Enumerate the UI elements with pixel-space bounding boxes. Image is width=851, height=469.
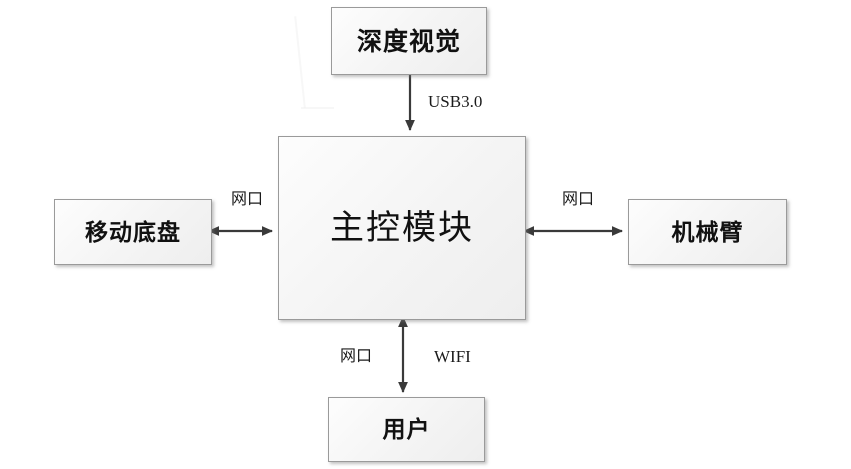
node-main-control-label: 主控模块 [330, 208, 474, 248]
edge-label-user-network-port: 网口 [340, 346, 373, 365]
node-robot-arm-label: 机械臂 [671, 218, 744, 246]
node-mobile-base[interactable]: 移动底盘 [54, 199, 212, 265]
node-mobile-base-label: 移动底盘 [85, 218, 181, 246]
scan-artifact [301, 107, 334, 109]
node-user[interactable]: 用户 [328, 397, 485, 462]
edge-label-mobile-base-network-port: 网口 [231, 189, 264, 208]
node-depth-vision-label: 深度视觉 [356, 26, 461, 56]
edge-label-robot-arm-network-port: 网口 [562, 189, 595, 208]
node-user-label: 用户 [382, 416, 431, 443]
node-main-control[interactable]: 主控模块 [278, 136, 526, 320]
scan-artifact [294, 16, 306, 108]
edge-label-user-wifi: WIFI [434, 347, 471, 366]
node-robot-arm[interactable]: 机械臂 [628, 199, 787, 265]
node-depth-vision[interactable]: 深度视觉 [331, 7, 487, 75]
edge-label-usb30: USB3.0 [428, 92, 483, 111]
